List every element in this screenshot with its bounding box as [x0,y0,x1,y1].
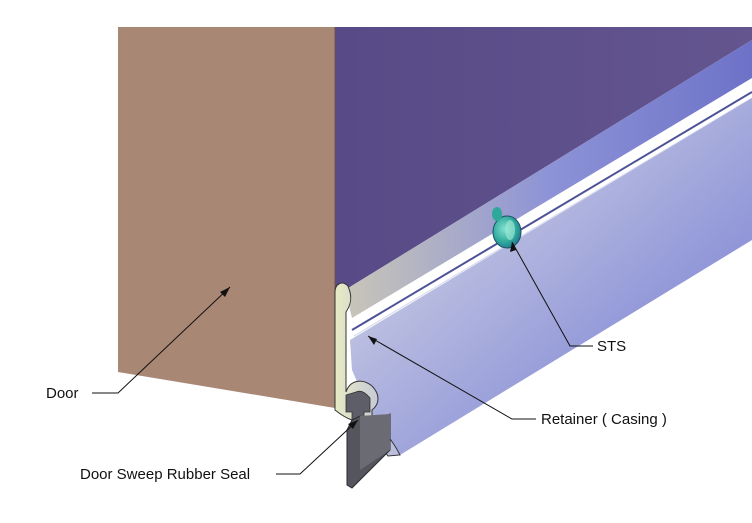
seal-leader [276,419,359,475]
door-arrowhead [220,287,230,297]
sts-leader [511,241,593,347]
door-leader [92,286,231,394]
label-sts: STS [597,338,626,355]
retainer-groove [351,91,752,331]
retainer-top-channel [345,40,752,318]
seal-arrowhead [348,420,358,429]
label-door: Door [46,385,79,402]
door-panel [118,27,335,408]
sts-arrowhead [510,242,516,252]
retainer-face [350,98,752,455]
retainer-groove-highlight [353,97,752,337]
label-seal: Door Sweep Rubber Seal [80,466,250,483]
label-retainer: Retainer ( Casing ) [541,411,667,428]
retainer-arrowhead [368,336,377,345]
wall-plane [335,27,752,290]
retainer-leader [367,335,536,420]
rubber-seal-face [360,414,390,470]
sts-screw [492,207,522,249]
